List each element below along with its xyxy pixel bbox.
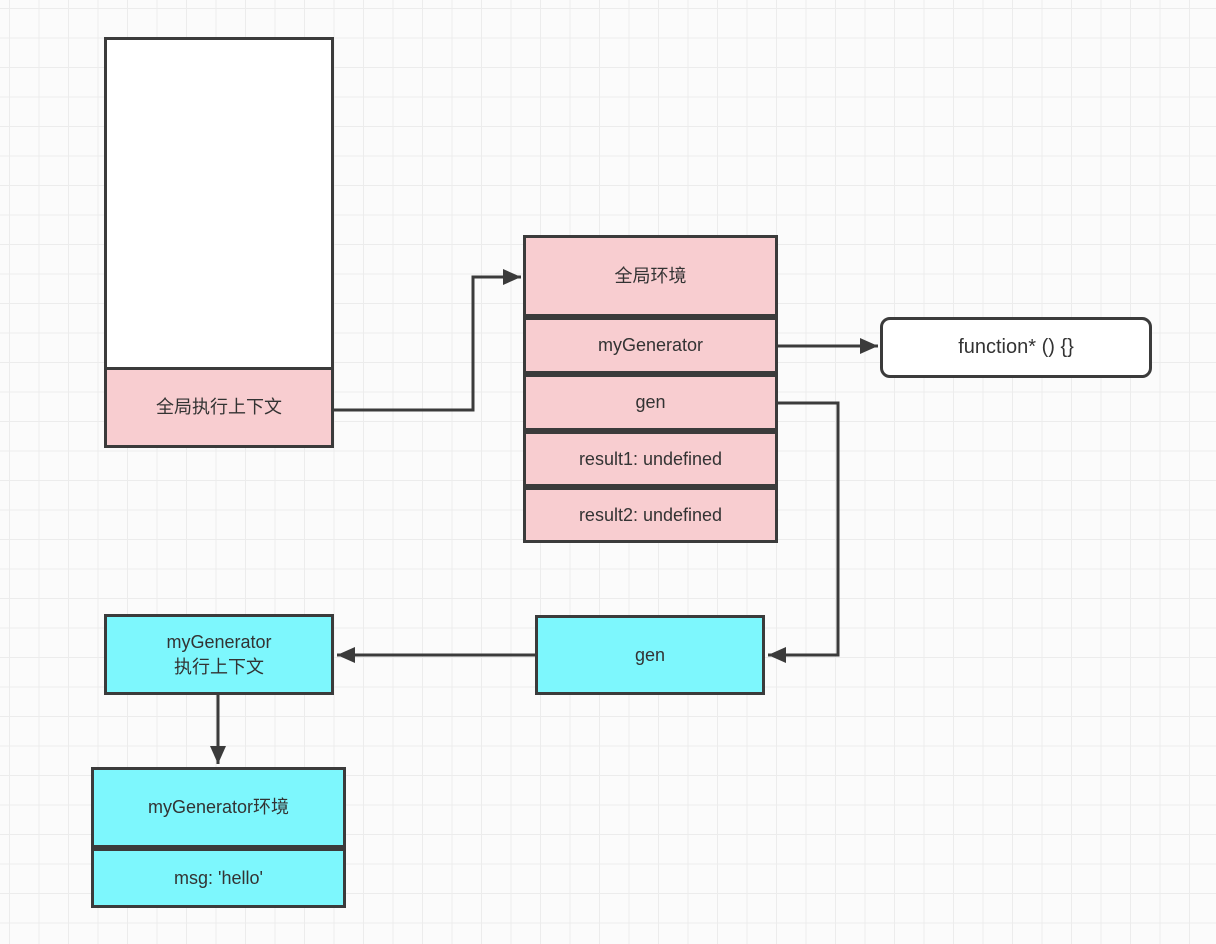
global-env-entry-label: result1: undefined [578, 448, 723, 469]
global-env-entry-result1: result1: undefined [523, 431, 778, 487]
global-env-entry-label: myGenerator [597, 335, 704, 356]
gen-object-label: gen [634, 644, 666, 665]
mygenerator-env-title-cell: myGenerator环境 [91, 767, 346, 848]
global-env-entry-label: gen [635, 392, 666, 413]
mygenerator-env-entry-msg: msg: 'hello' [91, 848, 346, 908]
mygenerator-env-entry-label: msg: 'hello' [174, 867, 263, 888]
function-declaration-box: function* () {} [880, 317, 1152, 378]
arrow-gen-entry-to-gen-box [768, 401, 840, 663]
global-env-entry-result2: result2: undefined [523, 487, 778, 543]
mygenerator-context-box: myGenerator 执行上下文 [104, 614, 334, 695]
global-env-title-cell: 全局环境 [523, 235, 778, 317]
arrow-global-context-to-global-env [334, 269, 521, 412]
global-execution-context-label: 全局执行上下文 [156, 397, 282, 418]
mygenerator-env-title: myGenerator环境 [147, 797, 290, 818]
mygenerator-context-label-line2: 执行上下文 [174, 656, 264, 677]
mygenerator-context-label-line1: myGenerator [166, 632, 272, 653]
gen-object-box: gen [535, 615, 765, 695]
global-env-entry-gen: gen [523, 374, 778, 431]
global-execution-context-box: 全局执行上下文 [104, 367, 334, 448]
global-env-entry-mygenerator: myGenerator [523, 317, 778, 374]
global-env-entry-label: result2: undefined [578, 504, 723, 525]
global-env-title: 全局环境 [614, 265, 687, 286]
function-declaration-label: function* () {} [958, 336, 1074, 358]
